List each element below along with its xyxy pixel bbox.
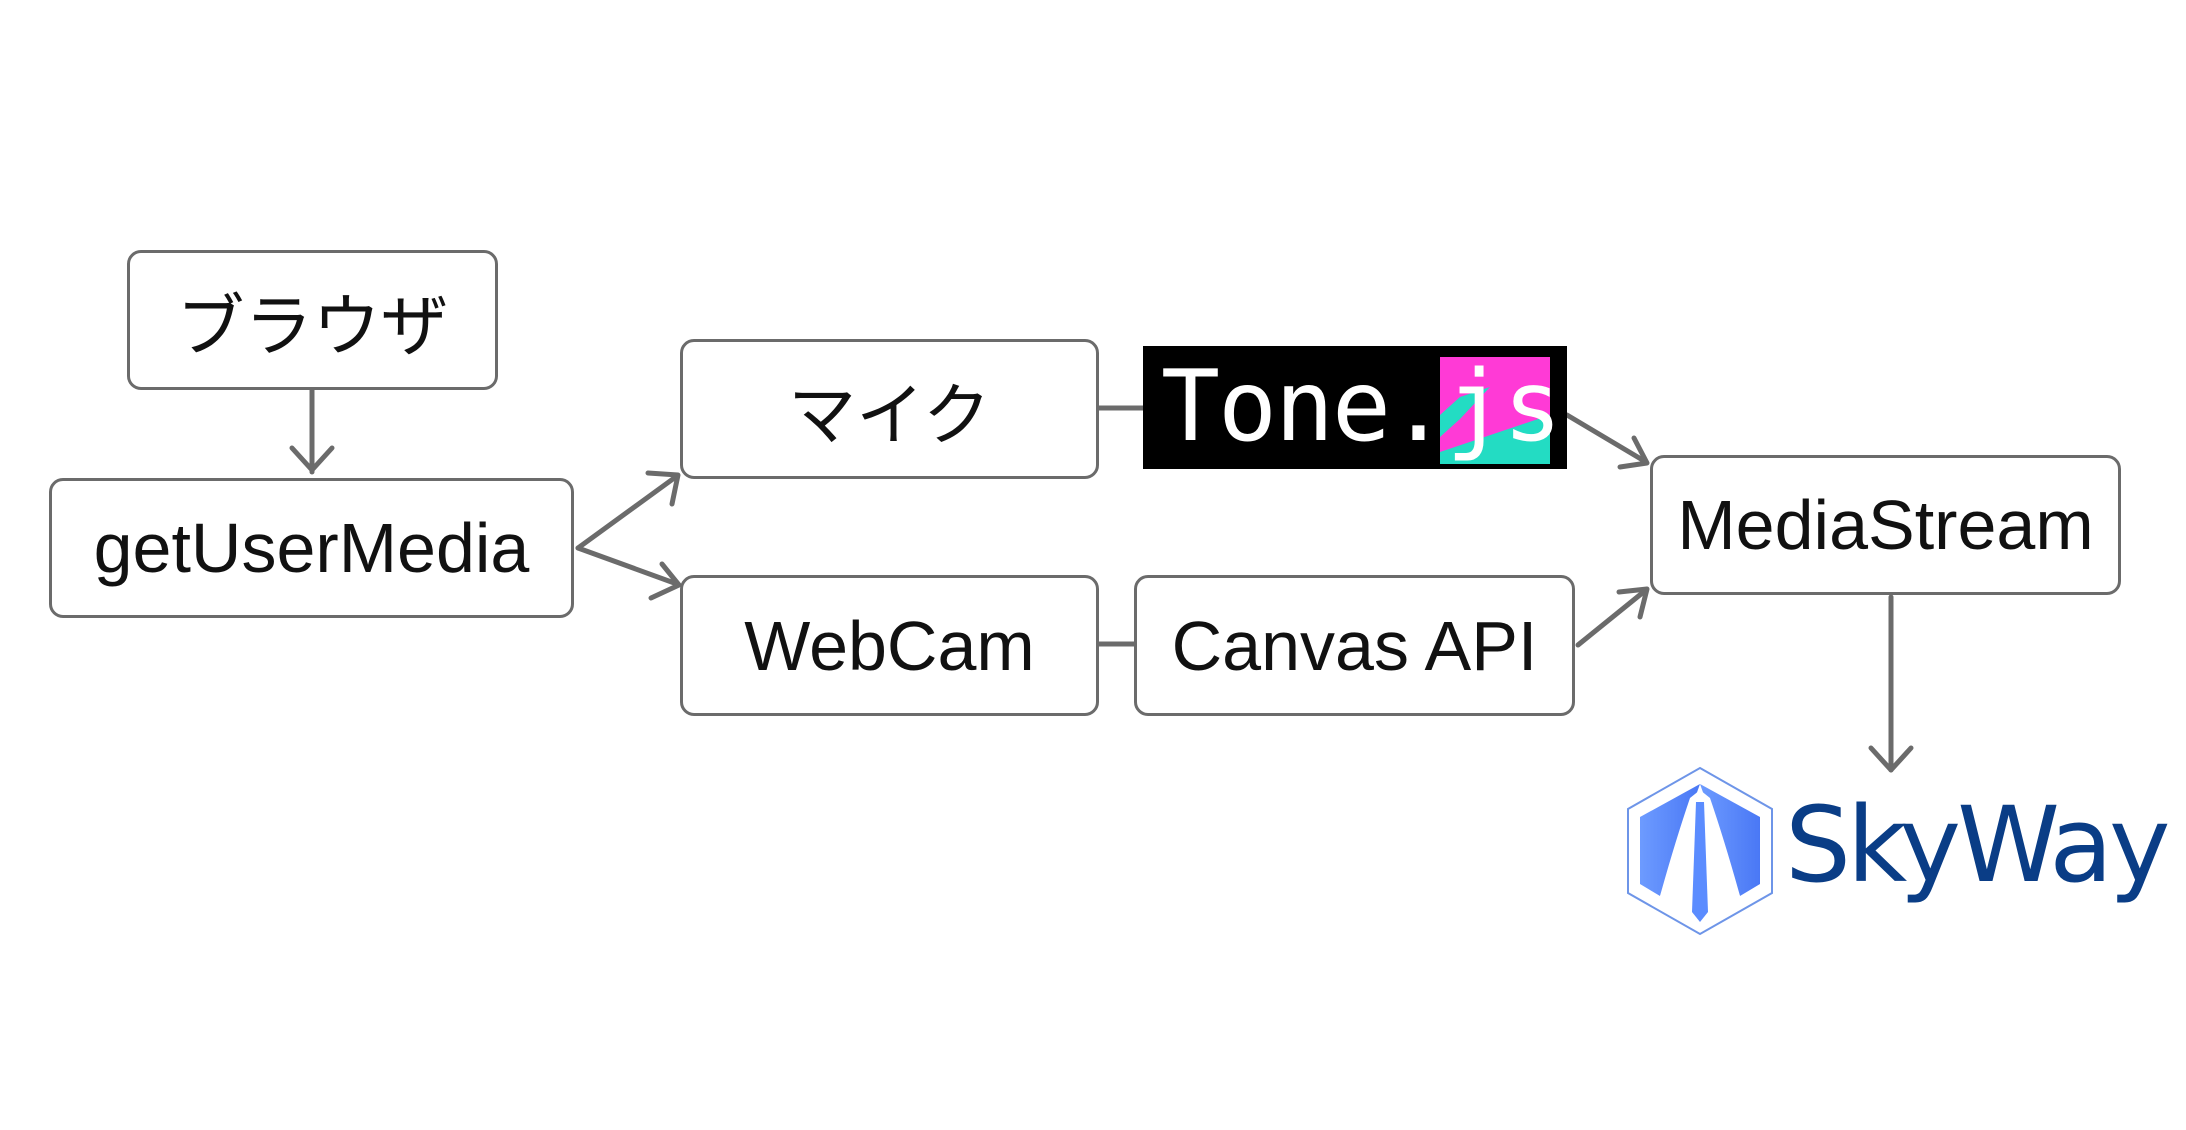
skyway-logo: SkyWay bbox=[1620, 762, 2171, 940]
node-browser: ブラウザ bbox=[127, 250, 498, 390]
tonejs-wordmark: Tone.js bbox=[1161, 346, 1562, 469]
node-getusermedia-label: getUserMedia bbox=[93, 509, 530, 587]
arrowhead-mic bbox=[645, 470, 681, 507]
tonejs-text-js: js bbox=[1446, 350, 1562, 464]
node-getusermedia: getUserMedia bbox=[49, 478, 574, 618]
tonejs-color-square-icon bbox=[1440, 357, 1550, 464]
node-mediastream-label: MediaStream bbox=[1677, 486, 2094, 564]
node-webcam-label: WebCam bbox=[744, 606, 1035, 685]
arrowhead-webcam bbox=[648, 561, 682, 601]
edge-canvas-to-mediastream bbox=[1575, 587, 1649, 648]
node-mic: マイク bbox=[680, 339, 1099, 479]
node-browser-label: ブラウザ bbox=[176, 287, 449, 367]
node-canvas-api: Canvas API bbox=[1134, 575, 1575, 716]
arrowhead-mediastream-bottom bbox=[1616, 586, 1650, 620]
edge-getusermedia-to-webcam bbox=[575, 545, 680, 587]
node-webcam: WebCam bbox=[680, 575, 1099, 716]
skyway-hexagon-icon bbox=[1627, 766, 1773, 936]
node-mic-label: マイク bbox=[788, 376, 991, 456]
skyway-wordmark: SkyWay bbox=[1785, 784, 2171, 906]
edge-tonejs-to-mediastream bbox=[1564, 412, 1649, 465]
node-mediastream: MediaStream bbox=[1650, 455, 2121, 595]
tonejs-text-main: Tone. bbox=[1161, 350, 1448, 464]
arrowhead-mediastream-top bbox=[1617, 435, 1650, 470]
tonejs-logo: Tone.js bbox=[1143, 346, 1567, 469]
node-canvas-api-label: Canvas API bbox=[1171, 606, 1538, 685]
arrowhead-getusermedia bbox=[289, 445, 335, 473]
edge-getusermedia-to-mic bbox=[575, 473, 680, 551]
